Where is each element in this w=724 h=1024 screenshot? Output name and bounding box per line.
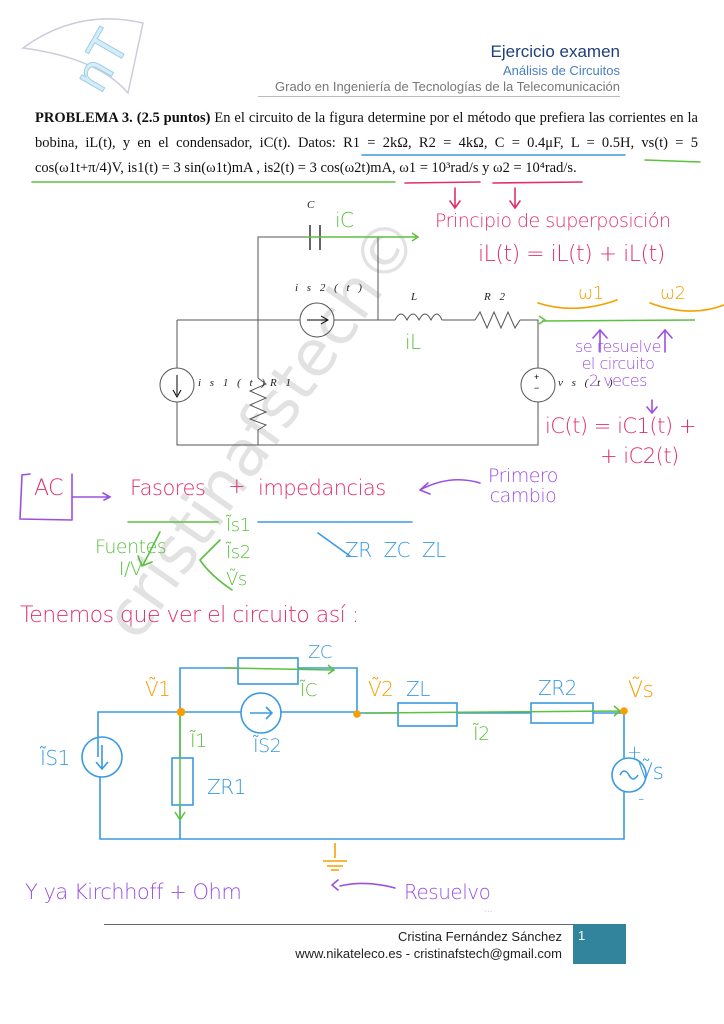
header-subject: Análisis de Circuitos [502, 63, 620, 78]
note-line: I/V [118, 558, 143, 580]
impedance-zl [397, 702, 458, 727]
resistor-r2 [474, 310, 521, 330]
note-fasores: Fasores [130, 476, 206, 500]
footer-divider [104, 924, 573, 925]
current-source-is1 [159, 367, 195, 403]
note-line: Ĩs1 [226, 515, 251, 536]
header-degree: Grado en Ingeniería de Tecnologías de la… [275, 79, 620, 94]
label-is2: ĨS2 [253, 735, 282, 757]
impedance-zr2 [530, 702, 594, 724]
note-impedances: ZR ZC ZL [345, 538, 446, 562]
note-superposition: Principio de superposición [435, 210, 671, 232]
note-line: cambio [489, 485, 557, 507]
label-zr1: ZR1 [207, 775, 246, 799]
problem-heading: PROBLEMA 3. (2.5 puntos) [35, 110, 211, 126]
note-eq2a: iC(t) = iC1(t) + [545, 414, 696, 438]
label-zr2: ZR2 [538, 676, 577, 700]
note-ac: AC [34, 476, 64, 501]
label-ic: ĨC [300, 680, 317, 701]
label-is1: i s 1 ( t ) [198, 377, 268, 389]
note-primero-cambio: Primero cambio [488, 466, 558, 506]
label-is1: ĨS1 [40, 746, 70, 770]
footer-contact: www.nikateleco.es - cristinafstech@gmail… [295, 946, 562, 961]
label-zl: ZL [406, 677, 430, 701]
current-source-is2 [299, 302, 335, 338]
label-is2: i s 2 ( t ) [295, 282, 365, 294]
label-v1: Ṽ1 [145, 677, 171, 701]
note-plus: + [228, 474, 246, 498]
inductor-l [394, 313, 443, 322]
footer-author: Cristina Fernández Sánchez [397, 929, 562, 944]
main-wire [176, 319, 539, 446]
note-eq2b: + iC2(t) [600, 444, 679, 468]
label-c: C [307, 199, 318, 211]
note-line: Fuentes [95, 536, 167, 558]
note-w2: ω2 [660, 283, 686, 304]
note-kirchhoff: Y ya Kirchhoff + Ohm [25, 880, 242, 904]
current-source-is1 [81, 736, 123, 778]
note-tenemos: Tenemos que ver el circuito así : [20, 603, 359, 628]
note-il: iL [405, 330, 421, 354]
note-resuelvo: Resuelvo [404, 880, 491, 904]
note-ic: iC [335, 208, 354, 232]
label-vs-minus: - [638, 788, 645, 809]
note-fuentes: Fuentes I/V [95, 536, 167, 580]
problem-text: En el circuito de la figura determine po… [35, 110, 698, 176]
note-dots: ... [484, 904, 493, 915]
ground-symbol [323, 843, 347, 871]
logo: nT [21, 18, 144, 98]
label-zc: ZC [308, 642, 332, 663]
resistor-r1 [248, 377, 268, 431]
node-vs [620, 707, 628, 715]
note-impedancias: impedancias [258, 476, 386, 500]
label-vs: v s ( t ) [558, 377, 616, 389]
note-line: 2 veces [588, 371, 648, 390]
note-line: Ṽs [226, 569, 247, 590]
note-line: el circuito [581, 354, 655, 373]
label-i1: Ĩ1 [190, 730, 207, 752]
vs-plus: + [534, 372, 540, 382]
voltage-source-vs [611, 757, 647, 793]
note-eq1: iL(t) = iL(t) + iL(t) [478, 242, 665, 267]
header-divider [258, 96, 620, 97]
note-solve-twice: se resuelve el circuito 2 veces [575, 338, 661, 389]
label-r2: R 2 [484, 291, 508, 303]
label-l: L [411, 291, 421, 303]
label-vs-plus: + [627, 742, 642, 763]
label-r1: R 1 [270, 377, 294, 389]
note-line: Ĩs2 [226, 542, 251, 563]
label-vs-node: Ṽs [628, 678, 654, 703]
page-number: 1 [573, 924, 626, 964]
note-line: se resuelve [575, 337, 661, 356]
header-title: Ejercicio examen [490, 42, 620, 61]
node-v1 [176, 707, 186, 717]
voltage-source-vs [520, 367, 556, 403]
label-vs: Ṽs [638, 760, 664, 785]
note-w1: ω1 [578, 283, 604, 304]
note-sources: Ĩs1 Ĩs2 Ṽs [226, 512, 251, 593]
impedance-zr1 [171, 757, 194, 806]
note-line: Primero [488, 465, 558, 487]
label-i2: Ĩ2 [473, 723, 490, 745]
impedance-zc [237, 657, 299, 685]
current-source-is2 [240, 692, 282, 734]
node-v2 [353, 710, 361, 718]
label-v2: Ṽ2 [368, 677, 394, 701]
vs-minus: − [534, 383, 540, 393]
problem-statement: PROBLEMA 3. (2.5 puntos) En el circuito … [35, 106, 698, 181]
